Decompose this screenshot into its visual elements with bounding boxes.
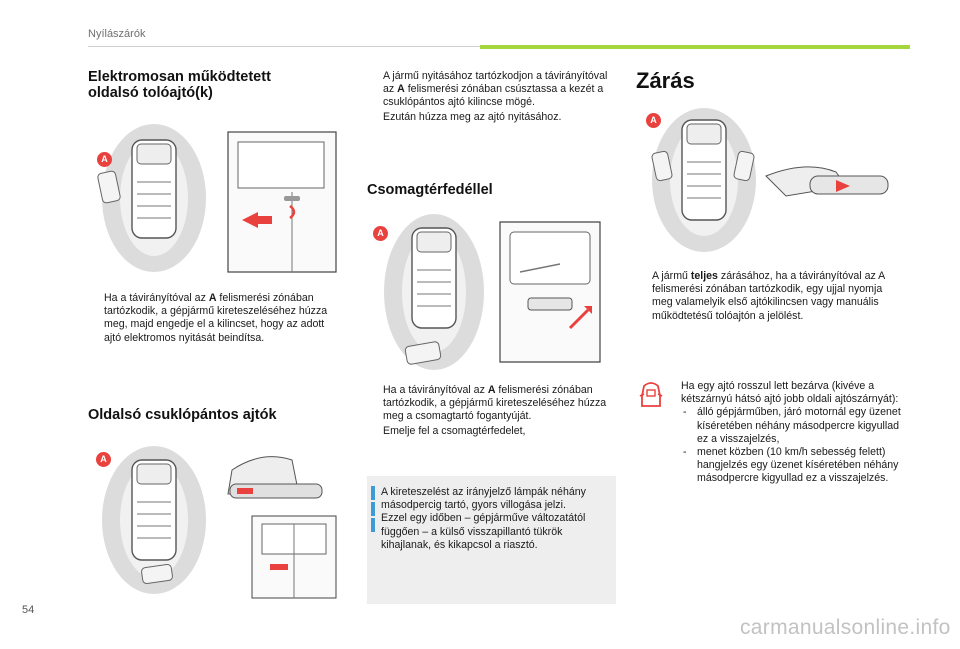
sliding-door-bullet-1: Ha a távirányítóval az A felismerési zón… [104, 292, 328, 344]
info-text: A kireteszelést az irányjelző lámpák néh… [381, 486, 586, 551]
slide-arrow-icon [242, 212, 272, 228]
door-handle-mark-icon [270, 564, 288, 570]
tailgate-bullet-1: Ha a távirányítóval az A felismerési zón… [383, 384, 607, 423]
info-box: A kireteszelést az irányjelző lámpák néh… [367, 476, 616, 604]
hinged-door-bullet-1: A jármű nyitásához tartózkodjon a távirá… [383, 70, 608, 109]
van-windshield [136, 143, 172, 165]
hinged-door-instructions: A jármű nyitásához tartózkodjon a távirá… [367, 70, 611, 124]
tailgate-window [509, 231, 591, 285]
remote-key-icon [404, 341, 442, 365]
lock-mark-icon [237, 488, 253, 494]
van-windshield [686, 123, 722, 145]
lift-arrow-icon [568, 308, 590, 330]
sliding-door-instructions: Ha a távirányítóval az A felismerési zón… [88, 292, 340, 345]
van-top-view [131, 459, 177, 561]
section-title-locking: Zárás [636, 68, 695, 93]
zone-marker-a: A [373, 226, 388, 241]
hinged-door-bullet-2: Ezután húzza meg az ajtó nyitásához. [383, 110, 562, 123]
info-icon [371, 486, 375, 532]
chapter-title: Nyílászárók [88, 28, 146, 40]
hinged-door-figure [102, 446, 337, 599]
warning-item-2: - menet közben (10 km/h sebesség felett)… [683, 446, 899, 485]
door-handle-icon [809, 175, 889, 195]
van-side-window [237, 141, 325, 189]
remote-key-icon [141, 564, 173, 584]
car-door-warning-icon [639, 382, 663, 407]
tailgate-bullet-2: Emelje fel a csomagtérfedelet, [383, 424, 526, 437]
warning-text: Ha egy ajtó rosszul lett bezárva (kivéve… [681, 380, 913, 486]
pull-arrow-icon [289, 205, 296, 219]
section-title-sliding-door: Elektromosan működtetett oldalsó tolóajt… [88, 69, 271, 101]
warning-intro: Ha egy ajtó rosszul lett bezárva (kivéve… [681, 380, 899, 406]
door-handle-icon [284, 196, 300, 201]
section-title-hinged-doors: Oldalsó csuklópántos ajtók [88, 407, 277, 423]
header-divider [88, 46, 480, 47]
tailgate-figure [384, 214, 601, 370]
tailgate-handle-icon [527, 297, 573, 311]
tailgate-instructions: Ha a távirányítóval az A felismerési zón… [367, 384, 611, 438]
van-top-view [411, 227, 457, 329]
section-title-tailgate: Csomagtérfedéllel [367, 182, 493, 198]
zone-marker-a: A [646, 113, 661, 128]
zone-marker-a: A [96, 452, 111, 467]
zone-marker-a: A [97, 152, 112, 167]
door-handle-icon [229, 483, 323, 499]
van-windshield [416, 231, 452, 253]
locking-bullet-1: A jármű teljes zárásához, ha a távirányí… [652, 270, 885, 322]
locking-instructions: A jármű teljes zárásához, ha a távirányí… [636, 270, 904, 323]
van-top-view [681, 119, 727, 221]
header-accent-bar [480, 45, 910, 49]
warning-item-1: - álló gépjárműben, járó motornál egy üz… [683, 406, 901, 445]
page-number: 54 [22, 604, 35, 616]
remote-key-icon [733, 150, 755, 182]
locking-figure [651, 108, 889, 252]
watermark: carmanualsonline.info [740, 616, 951, 639]
sliding-door-figure [97, 124, 337, 273]
lock-mark-icon [836, 180, 850, 192]
rear-wiper [519, 263, 561, 273]
van-windshield [136, 463, 172, 485]
remote-key-icon [651, 150, 673, 182]
remote-key-icon [97, 170, 121, 204]
